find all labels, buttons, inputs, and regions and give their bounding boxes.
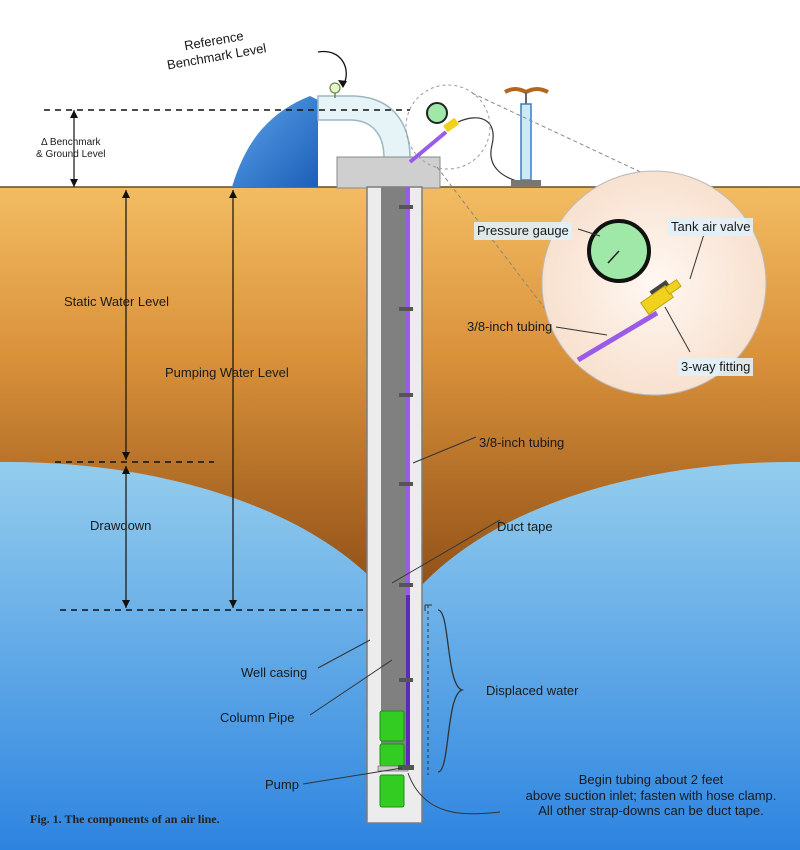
displaced-water-label: Displaced water bbox=[486, 683, 579, 698]
detail-focus-circle bbox=[405, 84, 491, 170]
three-way-fitting-label: 3-way fitting bbox=[678, 358, 754, 376]
surface-three-way-fitting bbox=[442, 117, 460, 133]
tire-pump-base bbox=[511, 180, 541, 186]
duct-tape-straps bbox=[398, 205, 414, 770]
tire-pump-barrel bbox=[520, 103, 532, 181]
pressure-gauge-label: Pressure gauge bbox=[474, 222, 572, 240]
duct-tape-label: Duct tape bbox=[497, 519, 553, 534]
column-pipe-label: Column Pipe bbox=[220, 710, 295, 725]
delta-benchmark-label: Δ Benchmark & Ground Level bbox=[36, 137, 106, 160]
air-hose bbox=[457, 117, 521, 183]
inset-tubing-label: 3/8-inch tubing bbox=[467, 319, 553, 334]
static-water-level-label: Static Water Level bbox=[64, 294, 170, 309]
pump-label: Pump bbox=[265, 777, 299, 792]
benchmark-marker bbox=[329, 82, 341, 94]
displaced-water-brace bbox=[437, 609, 465, 773]
reservoir-tank bbox=[232, 96, 318, 187]
pump-motor bbox=[379, 774, 405, 808]
column-pipe bbox=[381, 187, 406, 767]
pumping-water-level-label: Pumping Water Level bbox=[165, 365, 289, 380]
drawdown-label: Drawdown bbox=[90, 518, 152, 533]
pump-stage-1 bbox=[379, 710, 405, 742]
surface-pressure-gauge bbox=[426, 102, 448, 124]
begin-tubing-note: Begin tubing about 2 feet above suction … bbox=[525, 772, 777, 819]
figure-caption: Fig. 1. The components of an air line. bbox=[30, 812, 220, 826]
tank-air-valve-label: Tank air valve bbox=[668, 218, 754, 236]
well-casing-label: Well casing bbox=[241, 665, 308, 680]
pump-stage-2 bbox=[379, 743, 405, 767]
tubing-label: 3/8-inch tubing bbox=[479, 435, 565, 450]
inset-tank-air-valve bbox=[664, 279, 682, 295]
inset-tubing bbox=[576, 310, 659, 363]
